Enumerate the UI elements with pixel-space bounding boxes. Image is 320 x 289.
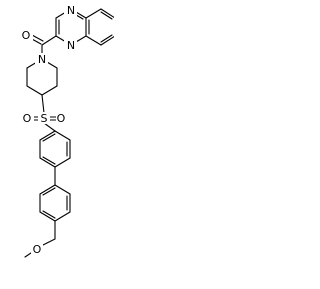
bond: [54, 157, 71, 168]
bond-double: [42, 210, 56, 219]
atom-label: O: [33, 243, 42, 256]
atom-label: N: [67, 4, 75, 17]
bond-double: [31, 34, 44, 42]
bond: [41, 94, 45, 114]
atom-label: S: [41, 112, 48, 125]
bond: [39, 130, 56, 141]
atom-label: O: [22, 29, 31, 42]
bond: [41, 85, 58, 96]
bond: [39, 184, 56, 195]
atom-label: O: [57, 112, 66, 125]
bond-double: [42, 187, 56, 196]
bond: [85, 8, 102, 19]
bond: [26, 85, 43, 96]
bond-double: [42, 156, 56, 165]
bond: [54, 130, 71, 141]
molecule-structure: N N O N S O O O: [20, 4, 114, 258]
bond: [100, 8, 114, 19]
bond-double: [100, 34, 113, 43]
bond: [85, 35, 102, 46]
bond: [54, 184, 71, 195]
structure-canvas: N N O N S O O O: [0, 0, 114, 289]
bond: [43, 122, 56, 132]
atom-label: O: [23, 112, 32, 125]
bond: [100, 35, 114, 46]
atom-label: N: [67, 39, 75, 52]
bond-double: [100, 11, 113, 20]
atom-label: N: [38, 53, 46, 66]
bond: [39, 157, 56, 168]
bond: [39, 211, 56, 222]
bond: [54, 211, 71, 222]
bond: [41, 35, 57, 46]
bond: [40, 238, 56, 247]
bond-double: [42, 133, 56, 142]
